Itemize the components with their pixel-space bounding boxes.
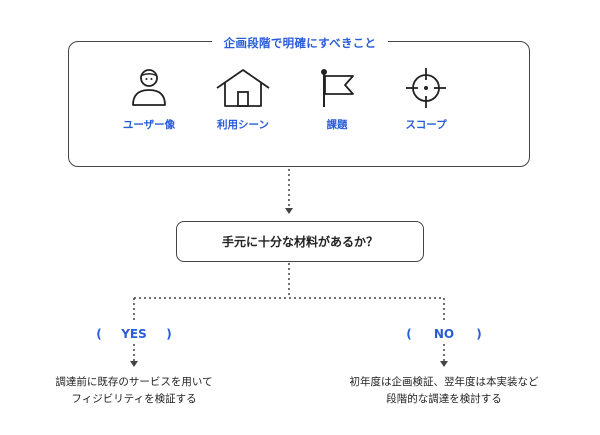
no-result: 初年度は企画検証、翌年度は本実装など 段階的な調達を検討する [309, 374, 579, 408]
planning-item-scene: 利用シーン [203, 68, 283, 132]
question-box: 手元に十分な材料があるか？ [176, 221, 424, 262]
yes-result: 調達前に既存のサービスを用いて フィジビリティを検証する [14, 374, 254, 408]
planning-item-scope: スコープ [386, 68, 466, 132]
yes-label: YES [121, 327, 147, 341]
yes-open-paren: ( [96, 327, 102, 341]
yes-result-line1: 調達前に既存のサービスを用いて [55, 376, 213, 388]
yes-branch-label: ( YES) [84, 326, 184, 342]
arrow-head-no [440, 361, 448, 367]
user-icon [132, 69, 166, 106]
planning-item-label: スコープ [405, 119, 447, 131]
no-result-line1: 初年度は企画検証、翌年度は本実装など [349, 376, 539, 388]
arrow-head-yes [130, 361, 138, 367]
planning-item-user: ユーザー像 [109, 68, 189, 132]
planning-title-wrap: 企画段階で明確にすべきこと [0, 32, 600, 52]
flag-icon [321, 69, 354, 107]
planning-item-label: 利用シーン [217, 119, 269, 131]
yes-close-paren: ) [166, 327, 172, 341]
planning-item-label: 課題 [326, 119, 348, 131]
arrow-head-top [285, 208, 293, 214]
planning-item-issue: 課題 [297, 68, 377, 132]
target-icon [406, 68, 446, 108]
question-text: 手元に十分な材料があるか？ [221, 235, 378, 249]
planning-item-label: ユーザー像 [122, 119, 176, 131]
no-open-paren: ( [406, 327, 412, 341]
no-close-paren: ) [476, 327, 482, 341]
no-branch-label: ( NO) [394, 326, 494, 342]
yes-result-line2: フィジビリティを検証する [71, 393, 197, 405]
house-icon [216, 69, 270, 107]
no-label: NO [433, 327, 455, 341]
planning-title: 企画段階で明確にすべきこと [211, 34, 389, 52]
no-result-line2: 段階的な調達を検討する [386, 393, 502, 405]
